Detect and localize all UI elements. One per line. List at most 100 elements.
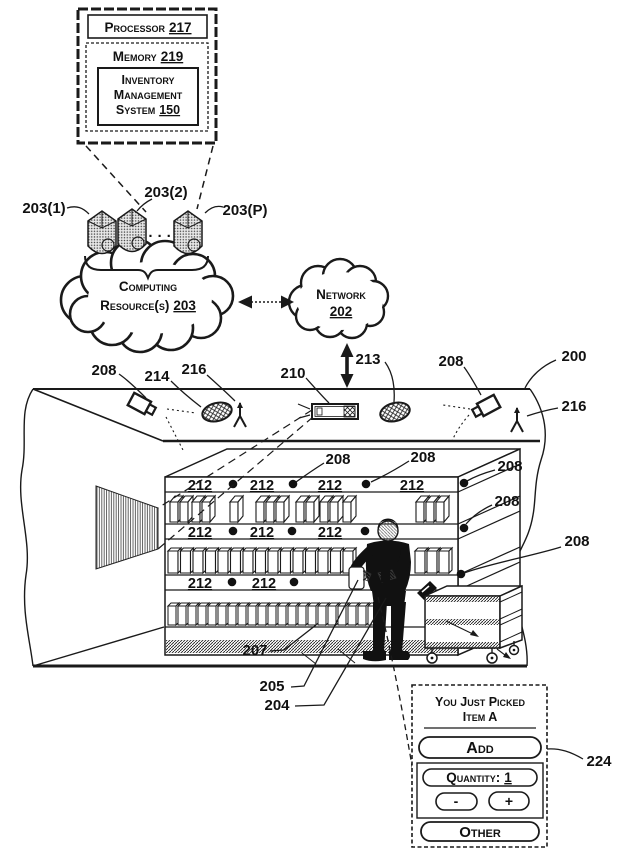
shelf-base-band: [166, 640, 458, 653]
quantity-display: Quantity:1: [422, 768, 538, 787]
ref-label-212: 212: [400, 478, 424, 494]
ref-label-212: 212: [318, 525, 342, 541]
shelf-items-row3: [167, 602, 380, 626]
ref-label-216-right: 216: [561, 398, 586, 415]
materials-handling-facility: 212 212 212 212 212 212 212 212 212: [19, 348, 590, 714]
ceiling-devices: [126, 391, 524, 453]
expansion-line-right: [196, 145, 214, 210]
arrowhead-left: [238, 295, 252, 309]
server-icon: [87, 210, 117, 255]
user-left-shoe: [363, 651, 386, 662]
floor-marks: [301, 648, 356, 665]
plus-button[interactable]: +: [488, 791, 530, 811]
ref-label-213: 213: [355, 351, 380, 368]
antenna-icon: [233, 401, 247, 428]
user-right-arm: [392, 547, 411, 578]
minus-button[interactable]: -: [435, 792, 478, 811]
panel-title-line1: You Just Picked: [435, 695, 526, 709]
link-arrows: [238, 295, 354, 388]
ref-label-212: 212: [250, 525, 274, 541]
ref-label-212: 212: [252, 576, 276, 592]
cart-side: [499, 584, 523, 650]
minus-button-label: -: [454, 793, 459, 809]
user-figure: [348, 518, 411, 662]
ref-label-224: 224: [586, 753, 612, 770]
picked-item-panel: You Just Picked Item A Add Quantity:1 - …: [411, 684, 548, 848]
handheld-device: [381, 565, 390, 582]
other-button-label: Other: [459, 824, 501, 841]
camera-sightline: [442, 404, 471, 410]
facility-leader-lines: [118, 359, 562, 707]
ref-label-214: 214: [144, 368, 170, 385]
camera-dot: [456, 569, 466, 579]
ref-label-207: 207: [242, 642, 267, 659]
cart-side-bands: [499, 591, 523, 643]
camera-dot: [228, 526, 238, 536]
ref-label-208-shelf-1: 208: [325, 451, 350, 468]
cart-handle: [417, 581, 437, 600]
server-icon: [117, 208, 147, 253]
add-button-label: Add: [466, 740, 493, 757]
ref-label-204: 204: [264, 697, 290, 714]
computing-cloud-shape: [59, 237, 235, 354]
camera-dot: [287, 526, 297, 536]
network-ref: 202: [330, 304, 353, 319]
arrowhead-up: [340, 343, 354, 357]
computing-resources: Computing Resource(s)203 · · · 203(1) 20…: [22, 184, 268, 354]
ref-label-208-right-2: 208: [494, 493, 519, 510]
network-label: Network: [316, 287, 366, 302]
ref-label-208-ceiling-right: 208: [438, 353, 463, 370]
camera-dot: [361, 479, 371, 489]
camera-dot: [459, 523, 469, 533]
projection-beam-top: [157, 409, 313, 509]
camera-dot: [459, 478, 469, 488]
ref-label-203-1: 203(1): [22, 200, 65, 217]
item-handle: [362, 570, 368, 581]
user-head: [377, 520, 399, 542]
panel-title-line2: Item A: [463, 710, 498, 724]
network-cloud: Network 202: [287, 257, 390, 340]
computing-cloud-line1: Computing: [119, 279, 177, 294]
projector-icon: [297, 403, 359, 420]
leader-203-1: [66, 206, 90, 215]
cart-shelf-band: [425, 619, 500, 625]
servers-brace: [84, 255, 209, 281]
ref-label-210: 210: [280, 365, 305, 382]
leader-203-p: [204, 205, 224, 214]
shelf-camera-dots: [227, 478, 469, 587]
ref-label-208-right-3: 208: [564, 533, 589, 550]
camera-sightline: [166, 408, 197, 414]
inventory-management-system-box: [97, 67, 199, 126]
ref-label-205: 205: [259, 678, 284, 695]
server-icon: [173, 210, 203, 255]
add-button[interactable]: Add: [418, 736, 542, 759]
ims-line2: Management: [114, 88, 183, 102]
camera-sightline: [165, 416, 185, 453]
cart-shelf-band: [425, 642, 500, 649]
camera-dot: [289, 577, 299, 587]
cart-figure: [417, 581, 523, 664]
ref-label-216-left: 216: [181, 361, 206, 378]
cart-handle-stripe: [421, 585, 430, 593]
left-wall-top-edge: [32, 388, 164, 442]
cart-shelf-band: [425, 596, 500, 602]
ref-label-212: 212: [188, 576, 212, 592]
ref-label-203-p: 203(P): [222, 202, 267, 219]
ims-line1: Inventory: [122, 73, 175, 87]
inventory-shelf: 212 212 212 212 212 212 212 212 212: [164, 447, 521, 657]
camera-icon: [469, 393, 502, 421]
cart-arrowhead: [470, 630, 479, 637]
camera-dot: [360, 526, 370, 536]
light-icon: [379, 401, 411, 423]
user-right-shoe: [389, 651, 410, 660]
arrowhead-down: [340, 374, 354, 388]
other-button[interactable]: Other: [420, 821, 540, 842]
user-right-leg: [391, 602, 406, 652]
facility-ref-labels: 208 214 216 210 213 208 200 216 208 208 …: [91, 348, 589, 714]
antenna-icon: [510, 406, 524, 433]
ref-label-212: 212: [188, 478, 212, 494]
